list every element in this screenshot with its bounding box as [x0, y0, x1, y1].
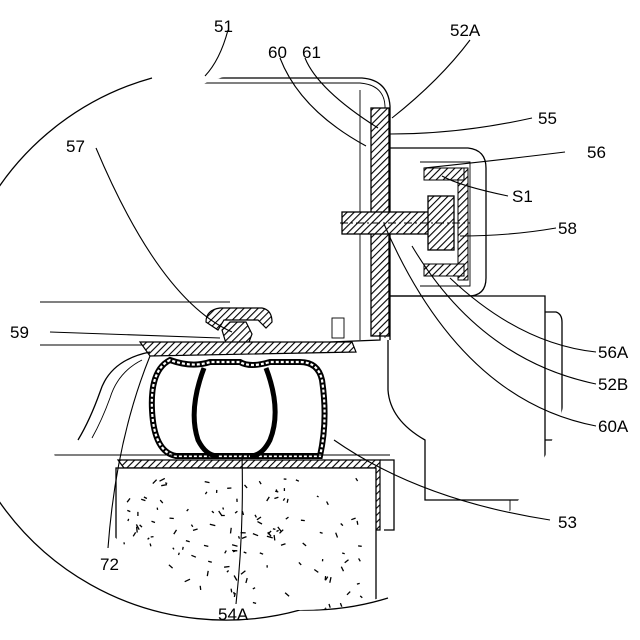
speckle-mark [275, 491, 278, 492]
label-57: 57 [66, 137, 85, 156]
label-61: 61 [302, 43, 321, 62]
label-58: 58 [558, 219, 577, 238]
speckle-mark [124, 607, 125, 610]
speckle-mark [207, 571, 208, 576]
label-53: 53 [558, 513, 577, 532]
speckle-mark [357, 583, 360, 584]
speckle-mark [231, 589, 232, 593]
label-59: 59 [10, 323, 29, 342]
seal-lobe-divider-1 [194, 368, 218, 456]
speckle-mark [342, 553, 345, 554]
label-52B: 52B [598, 375, 628, 394]
label-56A: 56A [598, 343, 629, 362]
speckle-mark [153, 574, 155, 575]
seal-lobe-divider-2 [250, 368, 275, 456]
speckle-mark [128, 519, 129, 521]
housing-56-cap [424, 168, 464, 180]
speckle-mark [255, 609, 257, 614]
speckle-mark [183, 603, 187, 606]
panel-right-wall [380, 460, 394, 530]
speckle-mark [317, 496, 319, 497]
speckle-mark [179, 553, 180, 555]
label-51: 51 [214, 17, 233, 36]
label-60: 60 [268, 43, 287, 62]
label-52A: 52A [450, 21, 481, 40]
label-72: 72 [100, 555, 119, 574]
knob-right [545, 312, 562, 440]
speckle-mark [212, 600, 216, 604]
speckle-mark [165, 483, 167, 484]
speckle-mark [273, 529, 276, 530]
top-cover-51-inner [60, 83, 385, 338]
speckle-mark [200, 586, 201, 590]
seal-54A-outer [152, 360, 325, 456]
top-cover-51 [60, 78, 390, 340]
speckle-mark [183, 547, 184, 550]
label-S1: S1 [512, 187, 533, 206]
speckle-mark [239, 536, 240, 538]
label-54A: 54A [218, 605, 249, 624]
insulation-block [116, 468, 376, 618]
label-56: 56 [587, 143, 606, 162]
speckle-mark [143, 594, 145, 595]
speckle-mark [150, 544, 151, 547]
speckle-mark [287, 499, 288, 503]
speckle-mark [274, 535, 275, 540]
speckle-mark [155, 574, 157, 580]
speckle-mark [166, 608, 167, 611]
label-55: 55 [538, 109, 557, 128]
speckle-mark [253, 603, 256, 604]
speckle-mark [197, 598, 198, 601]
label-60A: 60A [598, 417, 629, 436]
speckle-mark [357, 521, 358, 525]
speckle-mark [223, 508, 224, 510]
speckle-mark [128, 552, 131, 556]
small-tab [332, 318, 344, 338]
gasket-72 [78, 352, 150, 440]
speckle-mark [165, 583, 166, 587]
flange-strip [140, 342, 356, 356]
speckle-mark [320, 532, 323, 533]
speckle-mark [152, 583, 155, 584]
seal-54A-inner-outline [152, 360, 325, 456]
speckle-mark [231, 528, 232, 534]
speckle-mark [224, 567, 229, 568]
speckle-mark [137, 527, 138, 533]
